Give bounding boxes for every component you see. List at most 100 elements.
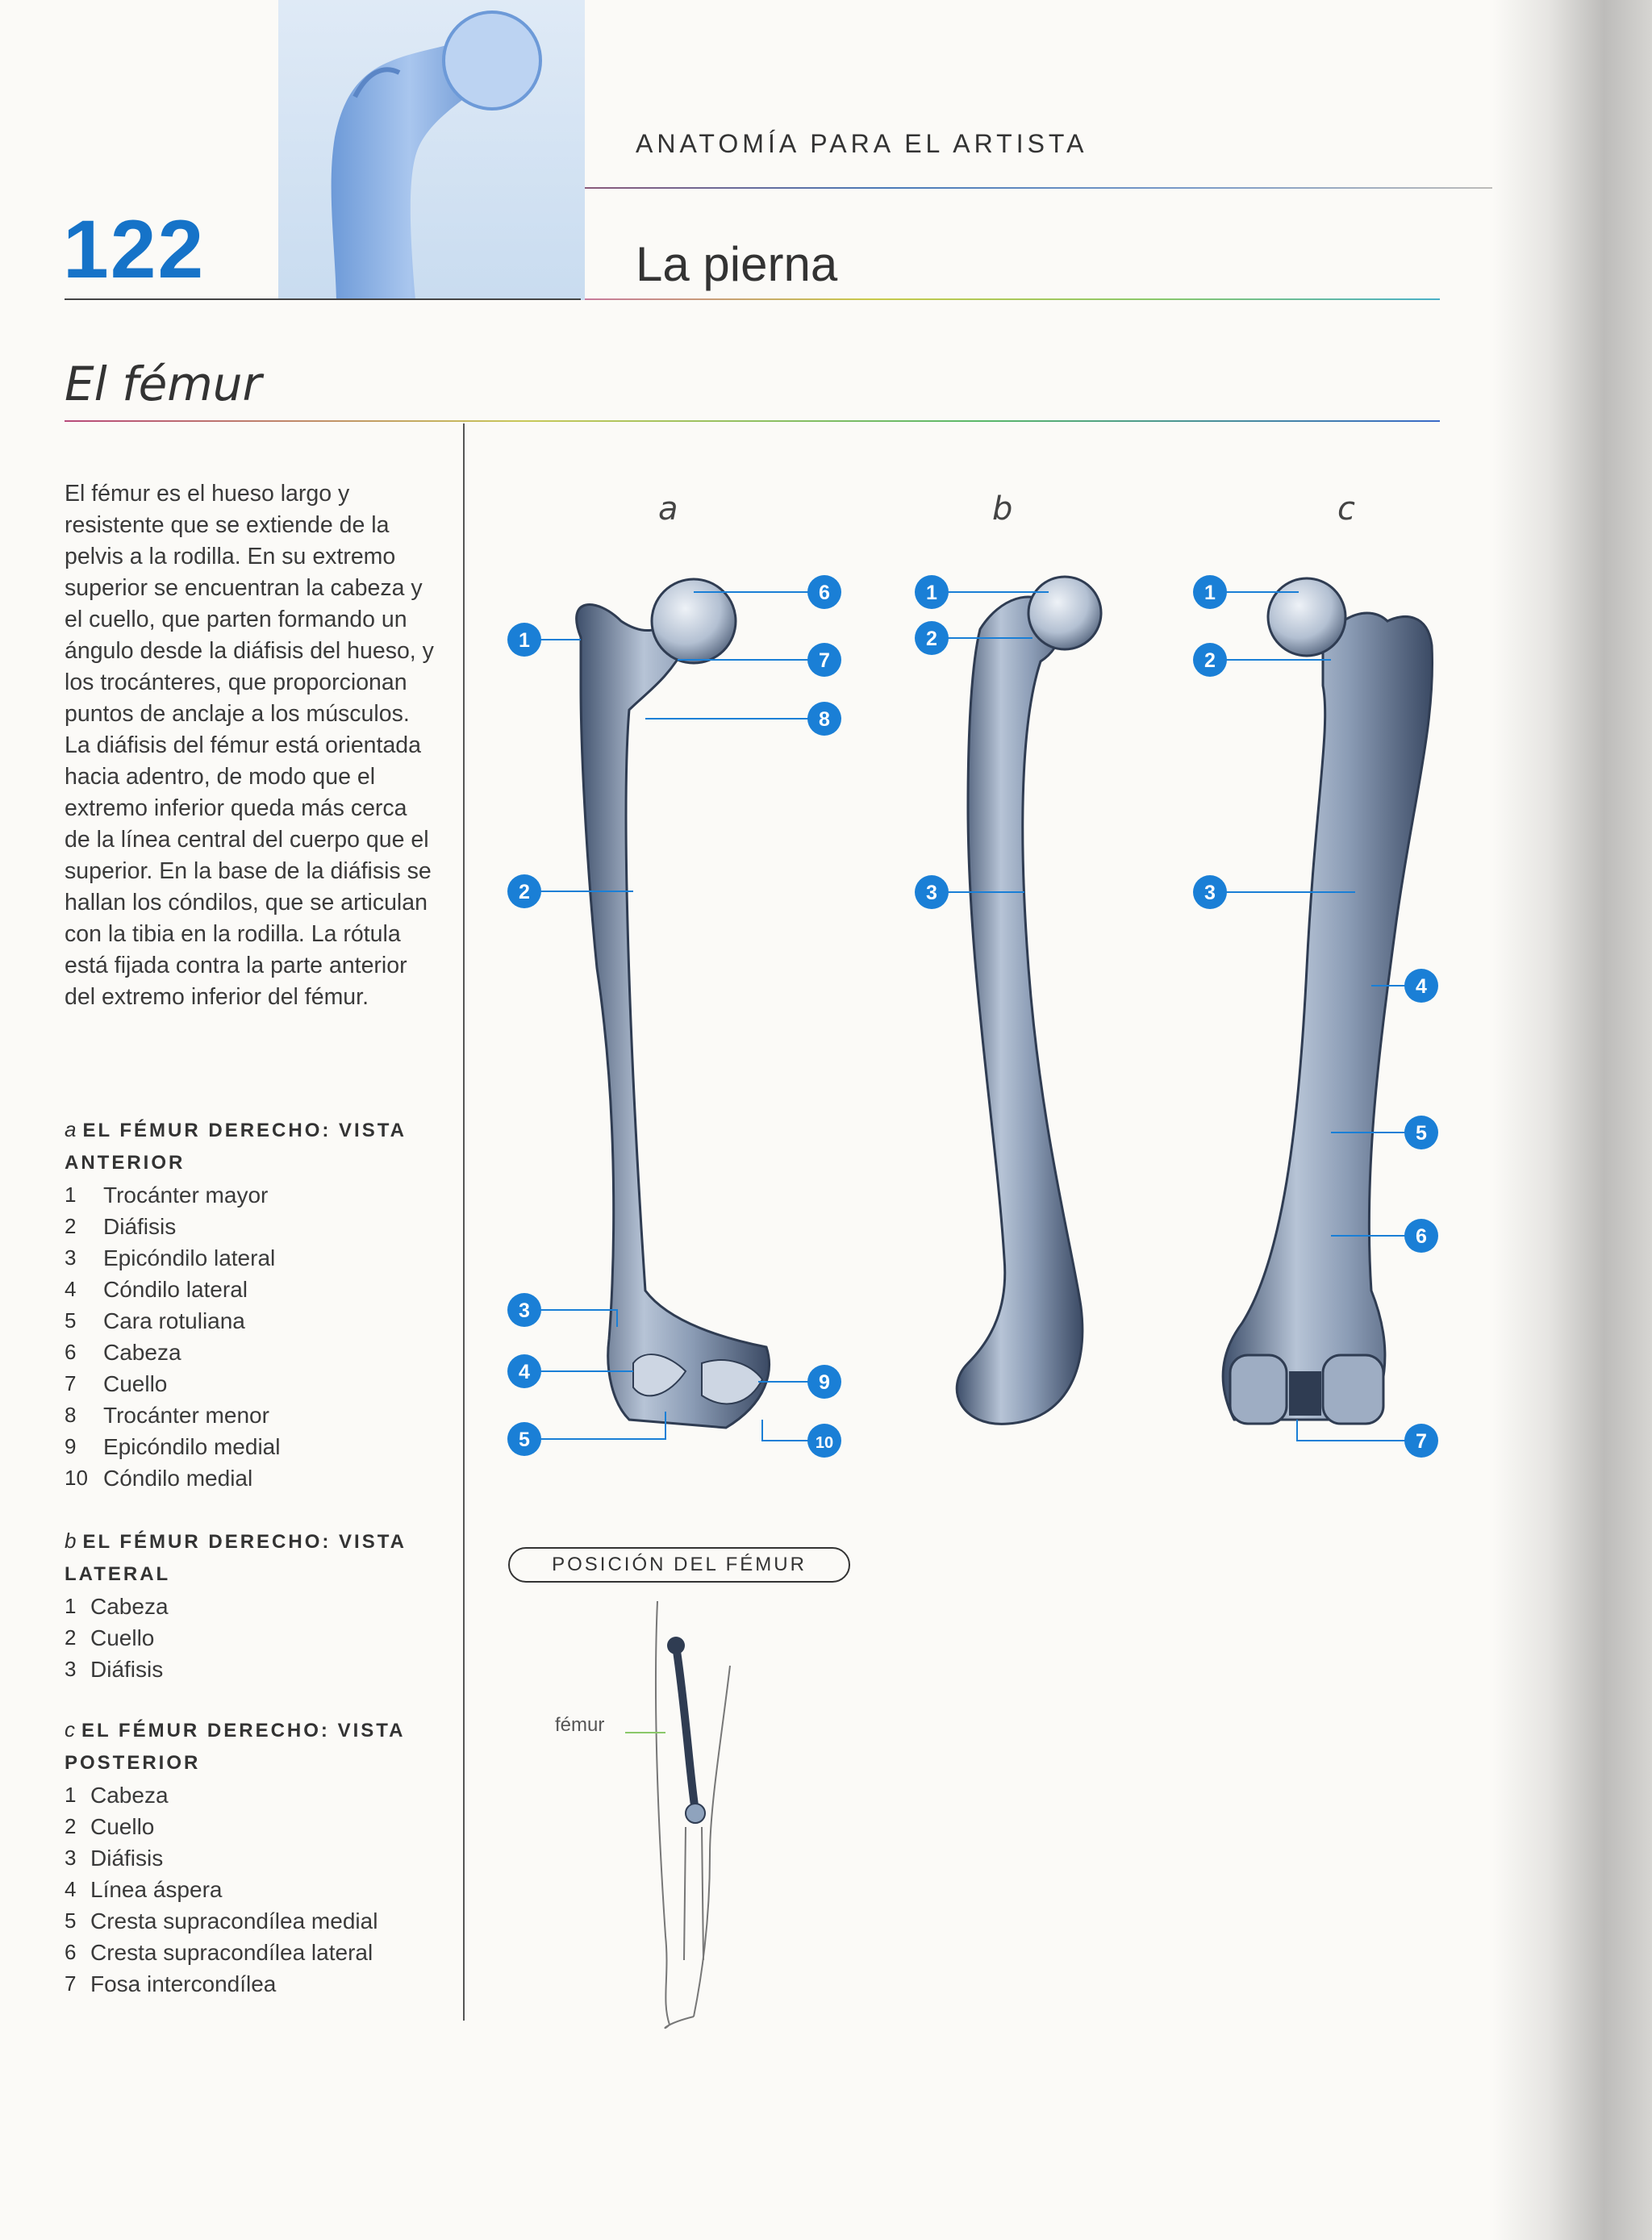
legend-item: 7 Fosa intercondílea xyxy=(65,1968,444,2000)
legend-item-number: 3 xyxy=(65,1245,77,1270)
legend-letter: a xyxy=(65,1117,77,1141)
legend-item-number: 4 xyxy=(65,1877,77,1901)
legend-item-label: Cabeza xyxy=(90,1783,169,1808)
legend-item-number: 7 xyxy=(65,1371,77,1395)
femur-lateral-view xyxy=(955,575,1103,1425)
legend-item-number: 5 xyxy=(65,1308,77,1333)
legend-item-label: Cresta supracondílea medial xyxy=(90,1908,378,1933)
legend-item-number: 1 xyxy=(65,1783,77,1807)
callout-c-3: 3 xyxy=(1193,875,1227,909)
legend-item: 1 Trocánter mayor xyxy=(65,1179,444,1211)
callout-c-1: 1 xyxy=(1193,575,1227,609)
femur-head-illustration xyxy=(331,10,542,300)
callout-c-5: 5 xyxy=(1404,1116,1438,1149)
svg-text:10: 10 xyxy=(816,1434,833,1452)
legend-item-number: 7 xyxy=(65,1971,77,1996)
callout-a-5: 5 xyxy=(507,1422,541,1456)
chapter-rule xyxy=(585,298,1440,300)
legend-item-label: Cuello xyxy=(90,1625,155,1650)
callout-c-7: 7 xyxy=(1404,1424,1438,1458)
leg-position-sketch xyxy=(625,1600,731,2029)
legend-item-number: 1 xyxy=(65,1183,77,1207)
callouts-view-c: 1 2 3 4 5 6 7 xyxy=(1193,575,1438,1458)
legend-item-label: Epicóndilo medial xyxy=(103,1434,281,1459)
legend-item-number: 2 xyxy=(65,1214,77,1238)
svg-text:5: 5 xyxy=(1416,1122,1427,1145)
svg-text:7: 7 xyxy=(819,649,830,672)
femur-posterior-view xyxy=(1221,577,1434,1425)
svg-text:2: 2 xyxy=(1204,649,1216,672)
view-letter-b: b xyxy=(992,490,1013,528)
page-gutter-shadow xyxy=(1492,0,1652,2240)
chapter-title: La pierna xyxy=(636,237,838,291)
svg-text:3: 3 xyxy=(519,1299,530,1322)
legend-item-number: 8 xyxy=(65,1403,77,1427)
legend-item-number: 1 xyxy=(65,1594,77,1618)
intro-paragraph: El fémur es el hueso largo y resistente … xyxy=(65,481,434,1010)
legend-item-label: Fosa intercondílea xyxy=(90,1971,277,1996)
legend-item-label: Cara rotuliana xyxy=(103,1308,245,1333)
callout-b-3: 3 xyxy=(915,875,949,909)
legend-item-number: 3 xyxy=(65,1846,77,1870)
legend-item-label: Cabeza xyxy=(90,1594,169,1619)
legend-item-label: Cabeza xyxy=(103,1340,181,1365)
callout-c-6: 6 xyxy=(1404,1219,1438,1253)
legend-item-number: 2 xyxy=(65,1625,77,1650)
femur-label: fémur xyxy=(555,1714,605,1736)
legend-item: 2 Cuello xyxy=(65,1811,444,1842)
legend-item: 8 Trocánter menor xyxy=(65,1399,444,1431)
svg-text:3: 3 xyxy=(926,882,937,904)
callout-b-1: 1 xyxy=(915,575,949,609)
callouts-view-b: 1 2 3 xyxy=(915,575,949,909)
legend-item: 3 Diáfisis xyxy=(65,1842,444,1874)
header-rule-left xyxy=(65,298,581,300)
legend-item-number: 4 xyxy=(65,1277,77,1301)
svg-text:8: 8 xyxy=(819,708,830,731)
legend-item-label: Cuello xyxy=(103,1371,168,1396)
legend-heading-text: EL FÉMUR DERECHO: VISTA POSTERIOR xyxy=(65,1720,405,1774)
legend-item: 5 Cara rotuliana xyxy=(65,1305,444,1337)
legend-item: 1 Cabeza xyxy=(65,1591,444,1622)
svg-text:5: 5 xyxy=(519,1429,530,1451)
legend-item-number: 5 xyxy=(65,1908,77,1933)
svg-text:3: 3 xyxy=(1204,882,1216,904)
legend-item: 2 Diáfisis xyxy=(65,1211,444,1242)
svg-text:1: 1 xyxy=(926,582,937,604)
legend-item-number: 2 xyxy=(65,1814,77,1838)
legend-item-label: Trocánter mayor xyxy=(103,1183,269,1208)
svg-text:9: 9 xyxy=(819,1371,830,1394)
legend-item-number: 3 xyxy=(65,1657,77,1681)
legend-item-label: Cuello xyxy=(90,1814,155,1839)
legend-item: 6 Cabeza xyxy=(65,1337,444,1368)
view-letter-a: a xyxy=(658,490,678,528)
svg-text:7: 7 xyxy=(1416,1430,1427,1453)
svg-text:4: 4 xyxy=(519,1361,530,1383)
legend-item-label: Cóndilo medial xyxy=(103,1466,253,1491)
callout-a-2: 2 xyxy=(507,874,541,908)
legend-heading-text: EL FÉMUR DERECHO: VISTA ANTERIOR xyxy=(65,1120,407,1174)
callout-a-10: 10 xyxy=(807,1424,841,1458)
legend-heading-text: EL FÉMUR DERECHO: VISTA LATERAL xyxy=(65,1531,407,1585)
legend-item-number: 6 xyxy=(65,1340,77,1364)
legend-item-label: Diáfisis xyxy=(103,1214,177,1239)
column-divider xyxy=(463,423,465,2021)
view-letter-c: c xyxy=(1337,490,1355,528)
legend-item-label: Trocánter menor xyxy=(103,1403,269,1428)
series-rule xyxy=(585,187,1492,189)
callout-a-6: 6 xyxy=(807,575,841,609)
legend-item: 5 Cresta supracondílea medial xyxy=(65,1905,444,1937)
legend-item-label: Diáfisis xyxy=(90,1846,164,1871)
callout-a-1: 1 xyxy=(507,623,541,657)
callouts-view-a: 1 2 3 4 5 6 7 8 9 10 xyxy=(507,575,841,1458)
callout-c-2: 2 xyxy=(1193,643,1227,677)
legend-item-label: Línea áspera xyxy=(90,1877,223,1902)
